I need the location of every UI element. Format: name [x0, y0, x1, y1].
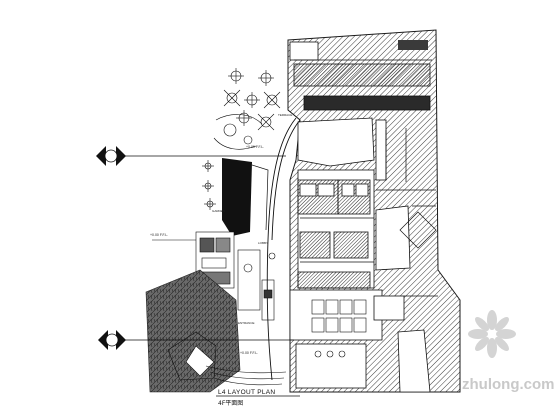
terrace-furniture	[202, 68, 281, 210]
level-mark-3: +0.00 F.F.L.	[240, 351, 258, 355]
partition-lines	[300, 128, 438, 297]
room-label-terrace: TERRACE	[278, 113, 292, 117]
elevator-cores	[297, 179, 371, 289]
section-marker-top	[96, 146, 286, 166]
restroom-stalls	[311, 299, 367, 358]
level-mark-2: +0.00 F.F.L.	[246, 145, 264, 149]
interior-rooms	[289, 117, 431, 393]
watermark-text: zhulong.com	[462, 376, 555, 393]
stair-block	[222, 158, 269, 236]
roof-structure	[289, 40, 432, 111]
curved-facade	[266, 117, 301, 381]
room-label-entrance: ENTRANCE	[238, 321, 255, 325]
level-mark-1: +0.00 F.F.L.	[150, 233, 168, 237]
plan-title: L4 LAYOUT PLAN	[218, 389, 276, 396]
room-label-garden: GARDEN	[212, 209, 225, 213]
plan-subtitle: 4F平面图	[218, 400, 244, 407]
watermark-logo	[468, 310, 516, 358]
curved-steps	[205, 365, 287, 386]
section-marker-bottom	[98, 330, 294, 350]
room-label-lobby: LOBBY	[258, 241, 268, 245]
rock-garden	[145, 269, 241, 393]
